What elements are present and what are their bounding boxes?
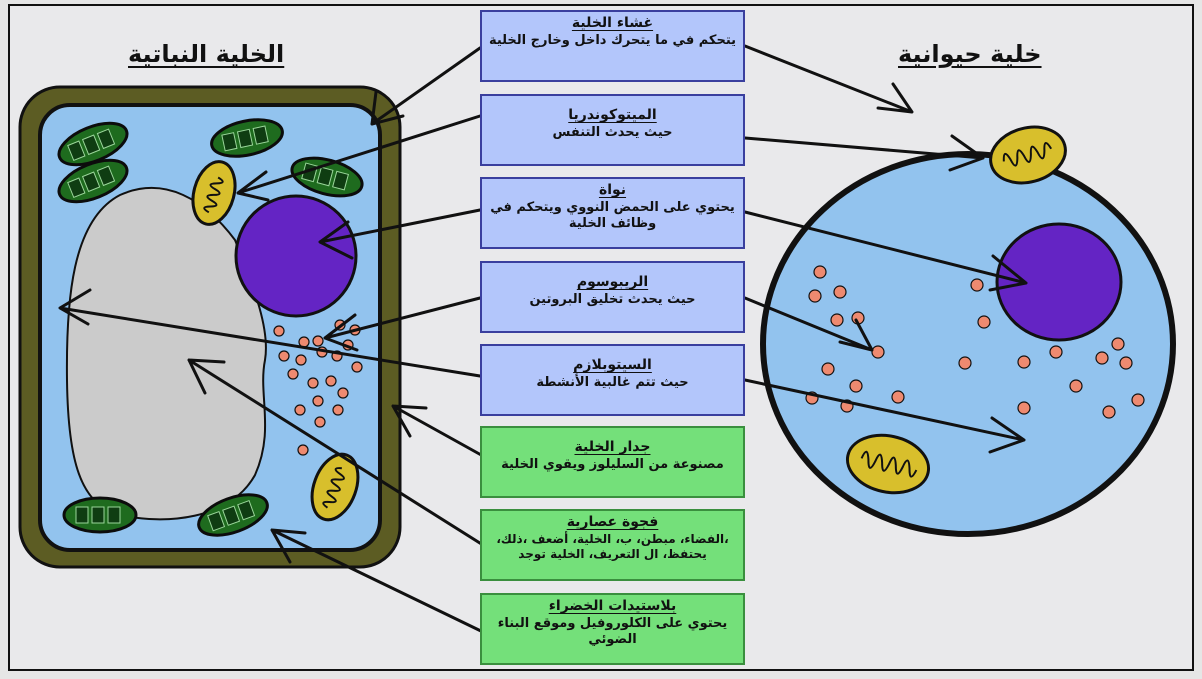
label-description: يحتوي على الكلوروفيل وموقع البناء الضوئي [488, 616, 737, 649]
animal-nucleus [997, 224, 1121, 340]
label-vacuole: فجوة عصارية ،الفضاء، مبطن، ب، الخلية، أض… [480, 509, 745, 581]
label-ribosome: الريبوسوم حيث يحدث تخليق البروتين [480, 261, 745, 333]
label-description: يتحكم في ما يتحرك داخل وخارج الخلية [488, 33, 737, 49]
animal-cell-title: خلية حيوانية [898, 40, 1042, 68]
plant-cell-title: الخلية النباتية [128, 40, 284, 68]
label-title: جدار الخلية [488, 439, 737, 457]
label-description: ،الفضاء، مبطن، ب، الخلية، أضعف ،ذلك، يحت… [488, 532, 737, 562]
label-chloroplast: بلاستيدات الخضراء يحتوي على الكلوروفيل و… [480, 593, 745, 665]
arrow-cell-wall [393, 406, 483, 456]
plant-nucleus [236, 196, 356, 316]
label-cytoplasm: السيتوبلازم حيث تتم غالبية الأنشطة [480, 344, 745, 416]
label-title: بلاستيدات الخضراء [488, 598, 737, 616]
label-title: الريبوسوم [488, 274, 737, 292]
label-description: حيث يحدث التنفس [488, 125, 737, 141]
label-cell-membrane: غشاء الخلية يتحكم في ما يتحرك داخل وخارج… [480, 10, 745, 82]
animal-cell [763, 119, 1173, 534]
label-nucleus: نواة يحتوي على الحمض النووي ويتحكم في وظ… [480, 177, 745, 249]
label-title: فجوة عصارية [488, 514, 737, 532]
chloroplast [64, 498, 136, 532]
label-description: مصنوعة من السليلوز ويقوي الخلية [488, 457, 737, 473]
label-title: السيتوبلازم [488, 357, 737, 375]
label-mitochondria: الميتوكوندريا حيث يحدث التنفس [480, 94, 745, 166]
label-title: الميتوكوندريا [488, 107, 737, 125]
label-description: حيث تتم غالبية الأنشطة [488, 375, 737, 391]
label-description: حيث يحدث تخليق البروتين [488, 292, 737, 308]
label-description: يحتوي على الحمض النووي ويتحكم في وظائف ا… [488, 200, 737, 233]
label-title: غشاء الخلية [488, 15, 737, 33]
label-cell-wall: جدار الخلية مصنوعة من السليلوز ويقوي الخ… [480, 426, 745, 498]
label-title: نواة [488, 182, 737, 200]
